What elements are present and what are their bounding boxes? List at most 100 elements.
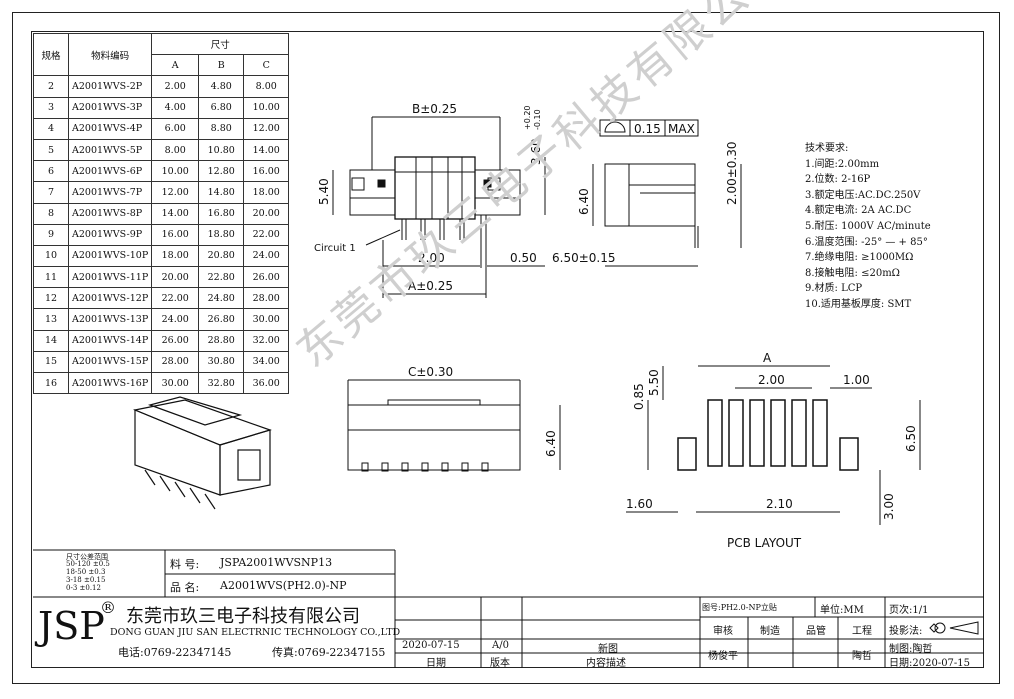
- table-cell: 14.00: [243, 138, 290, 162]
- dim-c: C±0.30: [408, 365, 453, 379]
- tech-item: 6.温度范围: -25° — + 85°: [805, 236, 928, 248]
- th-code: 物料编码: [67, 32, 153, 77]
- table-cell: 36.00: [243, 371, 290, 395]
- drafter: 制图:陶哲: [889, 644, 933, 655]
- side-view: 0.15 MAX 6.40 2.00±0.30 6.50±0.15: [552, 119, 742, 267]
- dim-plus: +0.20: [523, 105, 532, 130]
- tech-item: 5.耐压: 1000V AC/minute: [805, 220, 931, 232]
- dim-b: B±0.25: [412, 102, 457, 116]
- iso-view: [132, 396, 272, 510]
- pcb-160: 1.60: [626, 497, 653, 511]
- projection-label: 投影法:: [889, 626, 923, 637]
- jsp-logo: JSP: [38, 604, 105, 648]
- dim-360: 3.60: [529, 138, 543, 165]
- tech-item: 8.接触电阻: ≤20mΩ: [805, 267, 900, 279]
- auditor: 杨俊平: [708, 651, 738, 662]
- pcb-210: 2.10: [766, 497, 793, 511]
- date-header: 日期: [426, 658, 446, 669]
- pcb-a: A: [763, 351, 772, 365]
- audit-label: 审核: [713, 626, 733, 637]
- draw-date: 日期:2020-07-15: [889, 658, 971, 669]
- tol-row: 50-120 ±0.5: [66, 560, 110, 568]
- pcb-550: 5.50: [647, 369, 661, 396]
- reg-mark: ®: [100, 598, 116, 617]
- page-no: 页次:1/1: [889, 605, 929, 616]
- rev-desc: 新图: [598, 644, 618, 655]
- dim-640b: 6.40: [544, 430, 558, 457]
- table-cell: 30.00: [243, 308, 290, 331]
- table-cell: 16: [33, 371, 69, 395]
- qc-label: 品管: [806, 626, 826, 637]
- circuit-label: Circuit 1: [314, 243, 356, 254]
- tech-requirements: 技术要求: 1.间距:2.00mm 2.位数: 2-16P 3.额定电压:AC.…: [805, 141, 931, 313]
- eng-label: 工程: [852, 626, 872, 637]
- pcb-085: 0.85: [632, 383, 646, 410]
- th-size: 规格: [33, 32, 69, 77]
- tol-row: 18-50 ±0.3: [66, 568, 106, 576]
- fax: 传真:0769-22347155: [272, 646, 386, 659]
- outer-frame: [12, 12, 1000, 684]
- tech-item: 7.绝缘电阻: ≥1000MΩ: [805, 252, 914, 264]
- make-label: 制造: [760, 626, 780, 637]
- tech-item: 2.位数: 2-16P: [805, 174, 871, 186]
- pcb-layout: A 2.00 1.00 5.50 0.85 6.50 3.00 1.60 2.1…: [626, 351, 921, 550]
- dim-200: 2.00: [418, 251, 445, 265]
- tol-row: 3-18 ±0.15: [66, 576, 106, 584]
- tech-item: 10.适用基板厚度: SMT: [805, 298, 912, 310]
- product-label: 品 名:: [170, 581, 200, 594]
- drawing-no: 图号:PH2.0-NP立贴: [702, 603, 777, 612]
- rev-version: A/0: [492, 640, 509, 651]
- tol-title: 尺寸公差范围: [66, 553, 108, 561]
- pcb-650: 6.50: [904, 425, 918, 452]
- dim-540: 5.40: [317, 178, 331, 205]
- product-name: A2001WVS(PH2.0)-NP: [220, 579, 347, 592]
- desc-header: 内容描述: [586, 658, 626, 669]
- dim-200-030: 2.00±0.30: [725, 142, 739, 206]
- pcb-200: 2.00: [758, 373, 785, 387]
- front-view: B±0.25 3.60 +0.20 -0.10 5.40 Circuit 1 2…: [314, 102, 546, 298]
- pcb-100: 1.00: [843, 373, 870, 387]
- dim-minus: -0.10: [533, 109, 542, 130]
- rev-header: 版本: [490, 658, 510, 669]
- tech-item: 3.额定电压:AC.DC.250V: [805, 189, 921, 201]
- tol-row: 0-3 ±0.12: [66, 584, 101, 592]
- tol-box-max: MAX: [668, 122, 695, 136]
- material-label: 料 号:: [170, 558, 200, 571]
- tech-item: 9.材质: LCP: [805, 283, 863, 295]
- company-cn: 东莞市玖三电子科技有限公司: [126, 606, 360, 627]
- table-cell: A2001WVS-16P: [67, 371, 153, 395]
- tech-title: 技术要求:: [805, 143, 849, 154]
- title-block-lines: [33, 549, 984, 668]
- top-view: C±0.30 6.40: [347, 365, 561, 472]
- dim-650: 6.50±0.15: [552, 251, 616, 265]
- unit: 单位:MM: [820, 605, 864, 616]
- dim-640: 6.40: [577, 188, 591, 215]
- tech-item: 4.额定电流: 2A AC.DC: [805, 205, 912, 217]
- company-en: DONG GUAN JIU SAN ELECTRNIC TECHNOLOGY C…: [110, 627, 401, 638]
- pcb-title: PCB LAYOUT: [727, 536, 802, 550]
- dim-050: 0.50: [510, 251, 537, 265]
- drawing-frame: [31, 31, 984, 668]
- material-no: JSPA2001WVSNP13: [220, 556, 333, 569]
- tel: 电话:0769-22347145: [118, 646, 232, 659]
- rev-date: 2020-07-15: [402, 640, 460, 651]
- tol-box-value: 0.15: [634, 122, 661, 136]
- tech-item: 1.间距:2.00mm: [805, 158, 880, 170]
- pcb-300: 3.00: [882, 493, 896, 520]
